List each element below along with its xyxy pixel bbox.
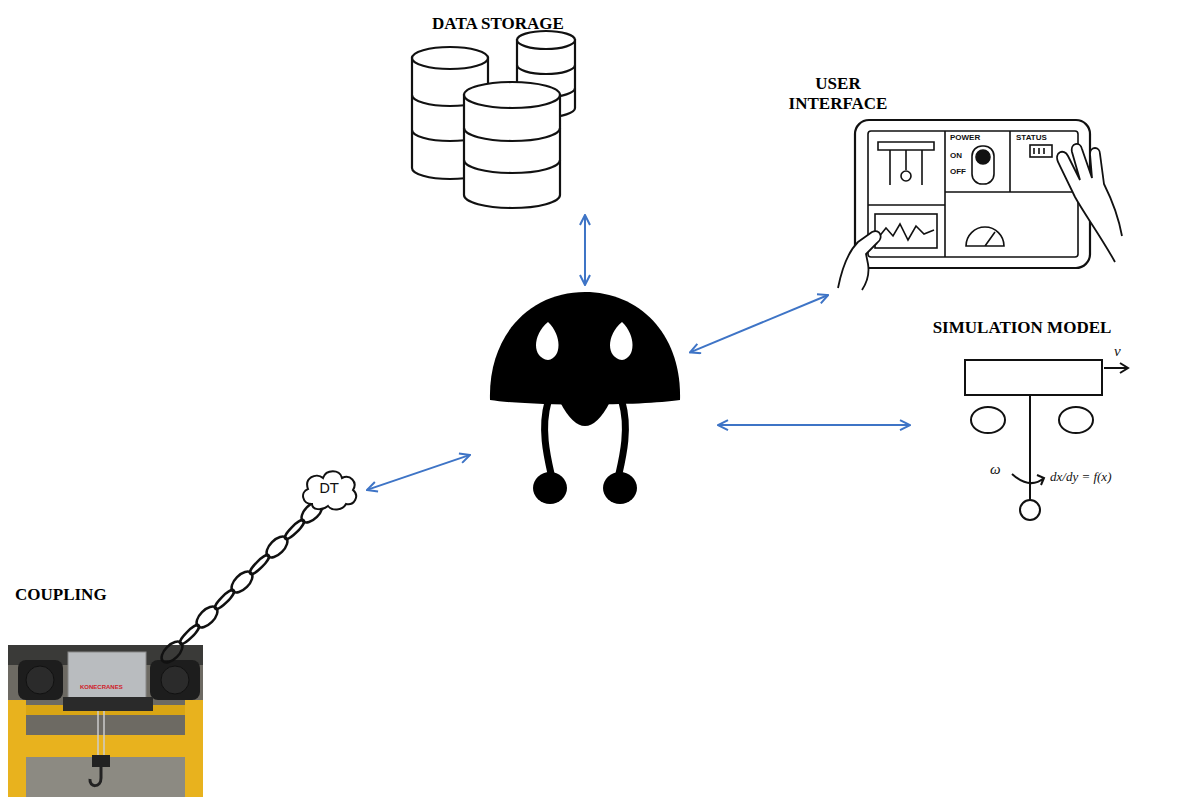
bidirectional-arrow [690,295,828,352]
hoist-motor [150,660,200,700]
cylinder-top [464,82,560,108]
simulation-sketch [965,360,1128,520]
gauge-icon [966,227,1004,246]
toggle-knob [976,150,990,164]
hook [90,767,101,786]
coupling-chain [158,498,326,666]
motor-cap [161,666,189,694]
twin-mascot-node [490,290,680,505]
girder-leg [185,700,203,797]
mascot-legs [545,402,626,478]
node-heading: USER INTERFACE [783,74,893,113]
dt-cloud: DT [298,466,360,512]
pendulum-load [1020,500,1040,520]
label-anchor: ω [990,462,1001,477]
screen-label: STATUS [1016,134,1047,142]
chain-link [263,533,291,561]
label-anchor: POWER [950,134,980,142]
tablet-sketch [838,120,1122,290]
mascot-foot [603,472,637,504]
cylinder-top [517,31,575,49]
cloud-shape [303,471,356,509]
right-hand [1057,144,1122,262]
girder-leg [8,700,26,797]
bidirectional-arrow [584,215,586,285]
screen-label: POWER [950,134,980,142]
screen-divider [868,131,1078,257]
node-heading: SIMULATION MODEL [933,318,1112,338]
chain-link [228,568,256,596]
tablet-screen [868,131,1078,257]
cylinder-body [464,95,560,208]
screen-label: ON [950,152,962,160]
chain-link [193,603,221,631]
graph-line [878,224,934,240]
equation-label: dx/dy = f(x) [1050,470,1111,483]
girder [8,735,203,757]
twin-mascot [490,292,680,504]
coupling-heading: COUPLING [15,585,107,605]
mascot-chin [560,402,610,426]
node-heading: DATA STORAGE [432,14,564,34]
hoist-housing [68,652,146,700]
status-digits [1034,148,1044,154]
mascot-dome [490,292,680,405]
label-anchor: ON [950,152,962,160]
cloud-label: DT [319,481,338,496]
cylinder-top [412,47,488,69]
label-anchor: STATUS [1016,134,1047,142]
hook-icon [901,171,911,181]
interface-group: USER INTERFACE [785,72,1100,290]
rope-drum [63,697,153,711]
storage-cylinders [412,31,575,208]
crane-icon [878,142,934,185]
hook-block [92,755,110,767]
status-box [1030,145,1052,157]
brand-label: KONECRANES [80,684,123,690]
label-anchor: dx/dy = f(x) [1050,470,1111,483]
angular-symbol: ω [990,462,1001,477]
motor-cap [26,666,54,694]
hoist-motor [18,660,63,700]
left-hand [838,231,881,290]
hoist-rope [98,711,104,755]
bidirectional-arrow [718,424,910,426]
screen-label: OFF [950,168,966,176]
storage-group: DATA STORAGE [405,8,600,210]
cylinder-band [464,128,560,173]
connector-group [367,215,910,490]
photo-ground [8,645,203,797]
pendulum-rope [1029,395,1031,500]
label-anchor: COUPLING [15,585,107,605]
mascot-eye [610,322,633,360]
trolley-body [965,360,1102,395]
mascot-eye [536,322,559,360]
crane-photo [8,645,203,797]
rotation-arrow [1012,474,1044,485]
tablet-frame [855,120,1090,268]
graph-panel [875,214,937,248]
chain-link [158,638,186,666]
velocity-arrow [1104,363,1128,373]
bidirectional-arrow [367,455,470,490]
trolley-wheel [1059,407,1093,433]
trolley-wheel [971,407,1005,433]
label-anchor: KONECRANES [80,684,123,690]
velocity-symbol: v [1114,344,1121,359]
toggle-switch [972,146,994,184]
simulation-group: SIMULATION MODEL [915,315,1130,525]
label-anchor: v [1114,344,1121,359]
mascot-foot [533,472,567,504]
label-anchor: OFF [950,168,966,176]
